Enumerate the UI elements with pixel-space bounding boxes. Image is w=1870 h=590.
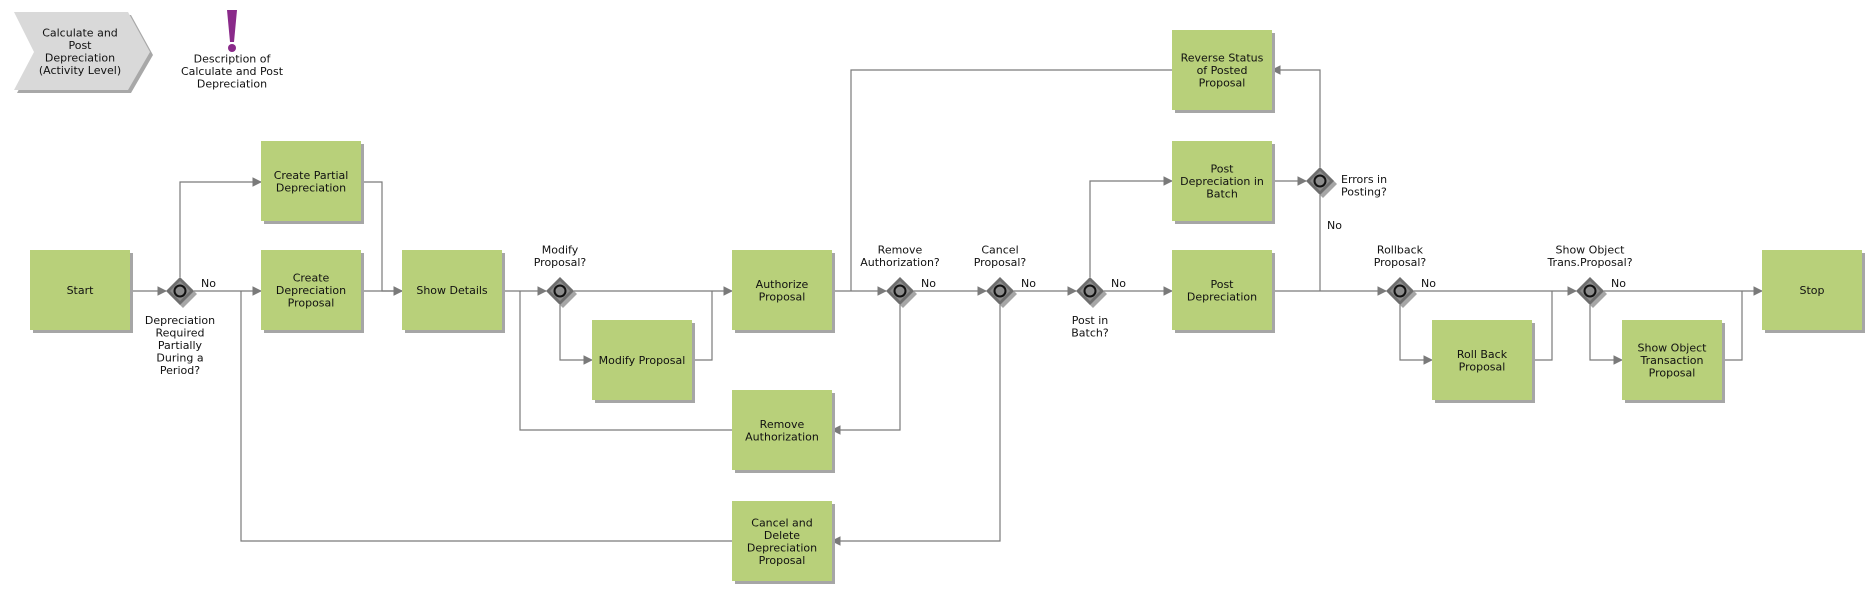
flow-remove-back: [519, 291, 732, 431]
no-label-g4: No: [1021, 277, 1036, 290]
flow-g7-rollback: [1399, 305, 1433, 365]
no-label-g7: No: [1421, 277, 1436, 290]
no-label-g1: No: [201, 277, 216, 290]
svg-text:Show Details: Show Details: [416, 284, 488, 297]
flow-g6-reverse: [1271, 65, 1321, 167]
flow-rollback-main: [1533, 291, 1553, 361]
task-start[interactable]: Start: [30, 250, 133, 333]
flow-g5-batch: [1089, 176, 1173, 277]
gateway-rollback-proposal[interactable]: [1386, 277, 1417, 308]
flow-g2-modify: [559, 305, 593, 365]
gateway-depreciation-partial[interactable]: [166, 277, 197, 308]
flow-showobject-stop: [1722, 291, 1743, 361]
svg-text:Start: Start: [67, 284, 95, 297]
gateway-remove-authorization[interactable]: [886, 277, 917, 308]
gateway-show-object-trans[interactable]: [1576, 277, 1607, 308]
svg-text:Stop: Stop: [1799, 284, 1824, 297]
svg-text:Modify Proposal: Modify Proposal: [599, 354, 686, 367]
flow-reverse-back: [850, 69, 1172, 291]
gateway-modify-proposal[interactable]: [546, 277, 577, 308]
connectors: [132, 65, 1763, 546]
no-label-g6: No: [1327, 219, 1342, 232]
flow-modify-authorize: [693, 291, 713, 361]
flow-cancel-back: [240, 291, 732, 542]
no-label-g8: No: [1611, 277, 1626, 290]
task-show-details[interactable]: Show Details: [402, 250, 505, 333]
gateway-errors-in-posting[interactable]: [1306, 167, 1337, 198]
flow-g1-partial: [179, 177, 262, 277]
no-label-g5: No: [1111, 277, 1126, 290]
flow-labels: No No No No No No No: [201, 219, 1626, 290]
task-modify-proposal[interactable]: Modify Proposal: [592, 320, 695, 403]
gateway-cancel-proposal[interactable]: [986, 277, 1017, 308]
flow-g8-showobject: [1589, 305, 1623, 365]
task-stop[interactable]: Stop: [1762, 250, 1865, 333]
exclamation-icon: [227, 10, 237, 52]
no-label-g3: No: [921, 277, 936, 290]
flow-partial-details: [362, 181, 403, 296]
flow-g4-cancel: [831, 305, 1001, 546]
gateway-post-in-batch[interactable]: [1076, 277, 1107, 308]
flow-g3-remove: [831, 305, 901, 435]
